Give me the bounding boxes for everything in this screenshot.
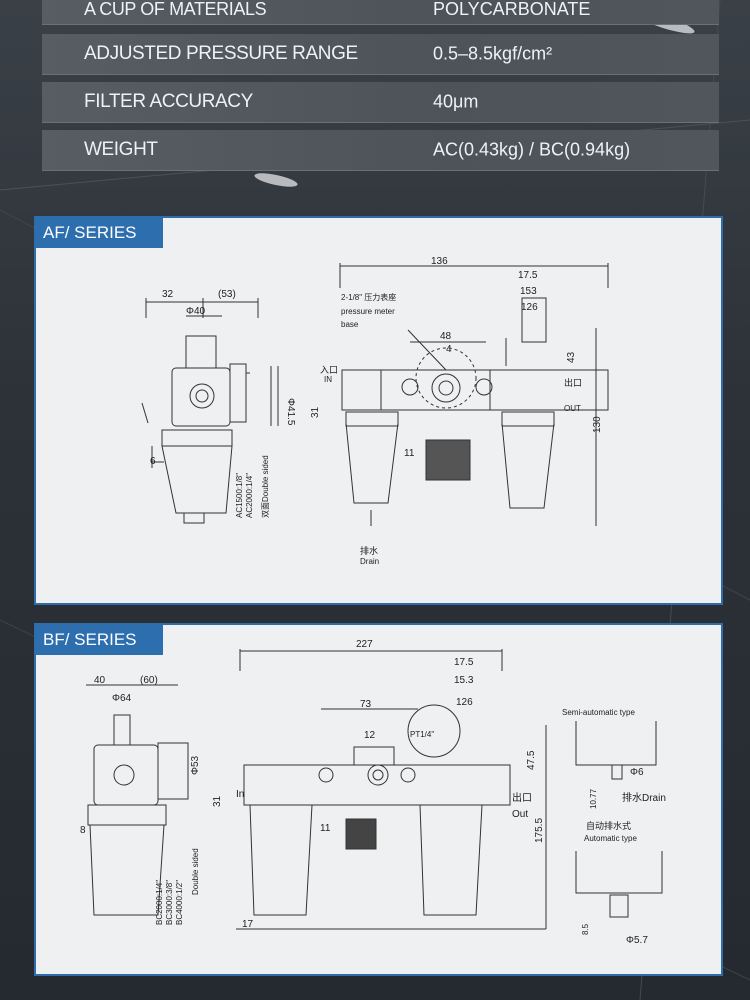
- bf-dim-phi64: Φ64: [112, 693, 132, 704]
- bf-model-1: BC2000:1/4": [155, 880, 164, 925]
- bf-front-view: 227 17.5 15.3 126 73 12 PT1/4" 47.5 In 3…: [212, 639, 547, 930]
- af-technical-drawing: 32 (53) Φ40 Φ41.5 6 AC1500:1/8" AC2000:1…: [141, 256, 609, 566]
- spec-value: 0.5–8.5kgf/cm²: [433, 43, 553, 64]
- af-dim-31: 31: [310, 406, 321, 418]
- af-double-sided: 双面Double sided: [261, 455, 270, 518]
- af-gauge-note-en1: pressure meter: [341, 307, 395, 316]
- af-dim-136: 136: [431, 256, 448, 267]
- bf-auto-title-cn: 自动排水式: [586, 820, 631, 831]
- af-dim-32: 32: [162, 289, 174, 300]
- af-dim-11: 11: [404, 448, 415, 459]
- bf-model-3: BC4000:1/2": [175, 880, 184, 925]
- bf-dim-31: 31: [212, 795, 223, 807]
- bf-dim-73: 73: [360, 699, 372, 710]
- spec-value: AC(0.43kg) / BC(0.94kg): [433, 139, 631, 160]
- af-side-view: 32 (53) Φ40 Φ41.5 6 AC1500:1/8" AC2000:1…: [141, 289, 296, 524]
- af-dim-130: 130: [592, 416, 603, 433]
- bf-phi57: Φ5.7: [626, 935, 648, 946]
- bf-outlet-en: Out: [512, 809, 528, 820]
- bf-dim-126: 126: [456, 697, 473, 708]
- bf-dim-153: 15.3: [454, 675, 474, 686]
- bf-dim-17: 17: [242, 919, 254, 930]
- bf-side-view: 40 (60) Φ64 Φ53 8 BC2000:1/4" BC3000:3/8…: [80, 675, 201, 925]
- af-dim-4: 4: [446, 344, 452, 355]
- spec-label: A CUP OF MATERIALS: [84, 0, 267, 19]
- af-dim-175: 17.5: [518, 270, 538, 281]
- af-gauge-note-cn: 2-1/8" 压力表座: [341, 292, 396, 302]
- af-series-badge: AF/ SERIES: [36, 218, 163, 248]
- bf-auto-title-en: Automatic type: [584, 834, 637, 843]
- spec-row: ADJUSTED PRESSURE RANGE 0.5–8.5kgf/cm²: [42, 34, 719, 75]
- af-outlet-cn: 出口: [564, 377, 582, 388]
- spec-label: ADJUSTED PRESSURE RANGE: [84, 43, 358, 64]
- bf-dim-85: 8.5: [581, 923, 590, 935]
- bf-dim-1077: 10.77: [589, 788, 598, 809]
- bf-double-sided: Double sided: [191, 848, 200, 895]
- af-drain-cn: 排水: [360, 545, 378, 556]
- spec-row: FILTER ACCURACY 40μm: [42, 82, 719, 123]
- af-dim-phi40: Φ40: [186, 306, 206, 317]
- spec-value: 40μm: [433, 91, 479, 112]
- af-dim-126: 126: [521, 302, 538, 313]
- bf-dim-475: 47.5: [526, 750, 537, 770]
- af-model-1: AC1500:1/8": [235, 473, 244, 518]
- af-front-view: 136 17.5 153 126 2-1/8" 压力表座 pressure me…: [310, 256, 609, 566]
- bf-outlet-cn: 出口: [512, 791, 532, 804]
- spec-row: A CUP OF MATERIALS POLYCARBONATE: [42, 0, 719, 25]
- bf-drain-types: Semi-automatic type Φ6 10.77 排水Drain 自动排…: [562, 708, 666, 946]
- bf-dim-1755: 175.5: [534, 818, 545, 843]
- bf-pt-note: PT1/4": [410, 730, 434, 739]
- af-model-2: AC2000:1/4": [245, 473, 254, 518]
- af-gauge-note-en2: base: [341, 320, 359, 329]
- bf-dim-12: 12: [364, 730, 376, 741]
- spec-value: POLYCARBONATE: [433, 0, 591, 19]
- bf-dim-40: 40: [94, 675, 106, 686]
- af-series-panel: AF/ SERIES 32 (53) Φ40 Φ41.5 6 AC1500:1/…: [34, 216, 723, 605]
- bf-dim-phi53: Φ53: [190, 755, 201, 775]
- af-dim-phi415: Φ41.5: [285, 398, 296, 426]
- af-dim-53: (53): [218, 289, 236, 300]
- bf-dim-60: (60): [140, 675, 158, 686]
- af-dim-153: 153: [520, 286, 537, 297]
- bf-dim-8: 8: [80, 825, 86, 836]
- bf-semi-auto-title: Semi-automatic type: [562, 708, 635, 717]
- spec-row: WEIGHT AC(0.43kg) / BC(0.94kg): [42, 130, 719, 171]
- bf-technical-drawing: 40 (60) Φ64 Φ53 8 BC2000:1/4" BC3000:3/8…: [80, 639, 666, 946]
- bf-series-badge: BF/ SERIES: [36, 625, 163, 655]
- bf-dim-175: 17.5: [454, 657, 474, 668]
- bf-inlet: In: [236, 789, 244, 800]
- af-dim-48: 48: [440, 331, 452, 342]
- af-inlet-en: IN: [324, 375, 332, 384]
- af-dim-6: 6: [150, 456, 156, 467]
- bf-phi6: Φ6: [630, 767, 644, 778]
- af-outlet-en: OUT: [564, 404, 581, 413]
- af-drain-en: Drain: [360, 557, 379, 566]
- spec-table: A CUP OF MATERIALS POLYCARBONATE ADJUSTE…: [42, 0, 719, 178]
- bf-dim-11: 11: [320, 823, 331, 834]
- af-inlet-cn: 入口: [320, 365, 338, 375]
- spec-label: FILTER ACCURACY: [84, 91, 253, 112]
- af-dim-43: 43: [566, 351, 577, 363]
- bf-dim-227: 227: [356, 639, 373, 650]
- spec-label: WEIGHT: [84, 139, 158, 160]
- bf-drain-label: 排水Drain: [622, 791, 666, 804]
- bf-series-panel: BF/ SERIES 40 (60) Φ64 Φ53 8 BC2000:1/4"…: [34, 623, 723, 976]
- bf-model-2: BC3000:3/8": [165, 880, 174, 925]
